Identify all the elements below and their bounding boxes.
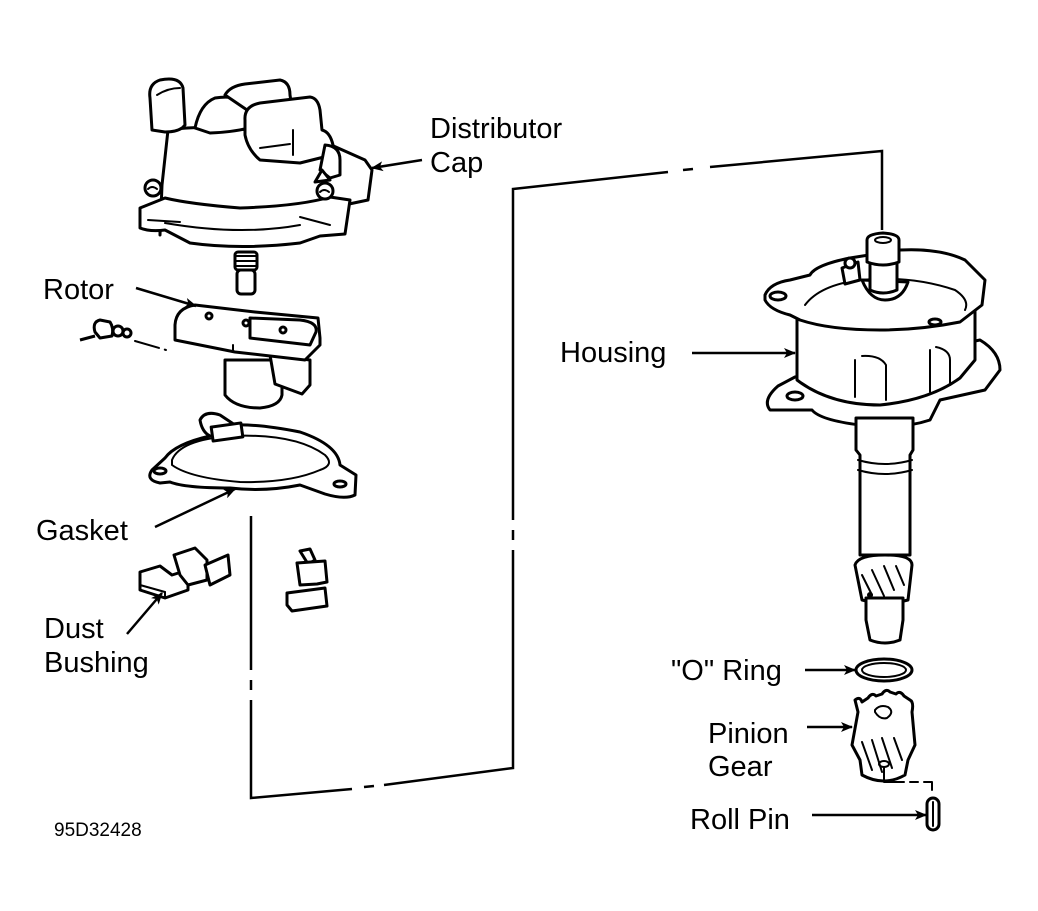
o-ring-part[interactable] bbox=[854, 657, 914, 683]
pinion-gear-part[interactable] bbox=[850, 688, 933, 791]
label-distributor-cap-line1: Distributor bbox=[430, 113, 562, 145]
label-pinion-gear-line2: Gear bbox=[708, 751, 773, 783]
figure-id: 95D32428 bbox=[54, 820, 142, 841]
distributor-shaft-part[interactable] bbox=[853, 416, 915, 645]
label-dust-bushing-line1: Dust bbox=[44, 613, 104, 645]
label-gasket: Gasket bbox=[36, 515, 128, 547]
label-housing: Housing bbox=[560, 337, 666, 369]
dust-bushing-part[interactable] bbox=[138, 546, 232, 600]
housing-part[interactable] bbox=[763, 231, 1002, 429]
arrow-distributor-cap bbox=[371, 158, 423, 172]
roll-pin-part[interactable] bbox=[925, 796, 941, 832]
arrow-dust-bushing bbox=[126, 592, 163, 635]
cap-spring-part[interactable] bbox=[233, 250, 259, 296]
arrow-gasket bbox=[154, 487, 236, 529]
gasket-part[interactable] bbox=[148, 411, 358, 499]
rotor-part[interactable] bbox=[173, 303, 322, 410]
label-rotor: Rotor bbox=[43, 274, 114, 306]
label-roll-pin: Roll Pin bbox=[690, 804, 790, 836]
assembly-alignment-line bbox=[249, 149, 884, 800]
label-dust-bushing-line2: Bushing bbox=[44, 647, 149, 679]
distributor-cap-part[interactable] bbox=[138, 77, 374, 248]
dust-bushing-part-2[interactable] bbox=[285, 547, 329, 613]
label-distributor-cap-line2: Cap bbox=[430, 147, 483, 179]
leader-arrows bbox=[126, 158, 927, 820]
arrow-rotor bbox=[135, 286, 197, 308]
rotor-screw-part[interactable] bbox=[79, 318, 167, 351]
label-o-ring: "O" Ring bbox=[671, 655, 782, 687]
label-pinion-gear-line1: Pinion bbox=[708, 718, 789, 750]
